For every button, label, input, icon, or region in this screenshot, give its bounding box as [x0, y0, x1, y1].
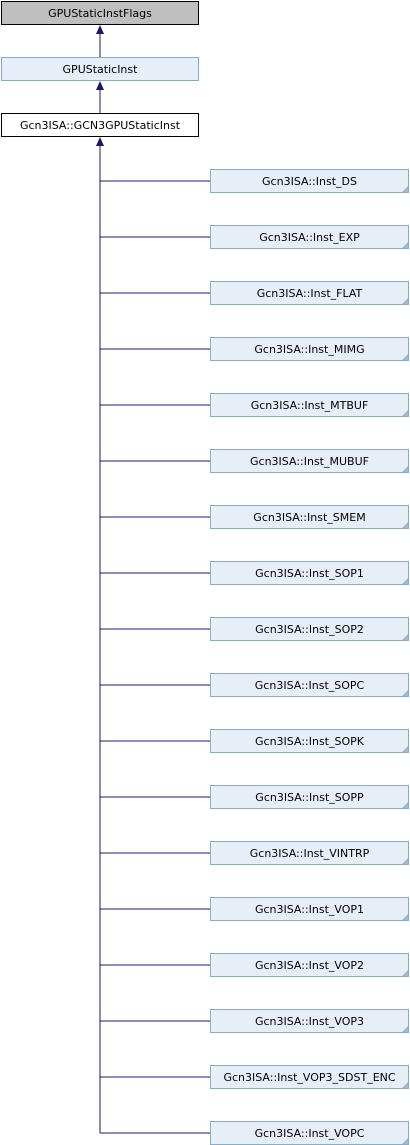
arrowhead-base [96, 25, 104, 34]
class-node-derived[interactable]: Gcn3ISA::Inst_VOP2 [210, 953, 409, 977]
class-node-derived[interactable]: Gcn3ISA::Inst_VINTRP [210, 841, 409, 865]
class-node-derived[interactable]: Gcn3ISA::Inst_SOP1 [210, 561, 409, 585]
class-node-derived[interactable]: Gcn3ISA::Inst_VOP1 [210, 897, 409, 921]
class-node-derived[interactable]: Gcn3ISA::Inst_SOPP [210, 785, 409, 809]
class-node-derived[interactable]: Gcn3ISA::Inst_VOP3_SDST_ENC [210, 1065, 409, 1089]
class-node-gpustaticinst[interactable]: GPUStaticInst [1, 57, 199, 81]
class-node-derived[interactable]: Gcn3ISA::Inst_SOPK [210, 729, 409, 753]
class-node-derived[interactable]: Gcn3ISA::Inst_VOP3 [210, 1009, 409, 1033]
class-node-derived[interactable]: Gcn3ISA::Inst_SMEM [210, 505, 409, 529]
arrowhead-main [96, 137, 104, 146]
arrowhead-parent [96, 81, 104, 90]
class-node-derived[interactable]: Gcn3ISA::Inst_MUBUF [210, 449, 409, 473]
class-node-derived[interactable]: Gcn3ISA::Inst_MIMG [210, 337, 409, 361]
class-node-derived[interactable]: Gcn3ISA::Inst_VOPC [210, 1121, 409, 1145]
class-node-gpustaticinstflags[interactable]: GPUStaticInstFlags [1, 1, 199, 25]
class-node-gcn3gpustaticinst: Gcn3ISA::GCN3GPUStaticInst [1, 113, 199, 137]
class-node-derived[interactable]: Gcn3ISA::Inst_EXP [210, 225, 409, 249]
class-node-derived[interactable]: Gcn3ISA::Inst_FLAT [210, 281, 409, 305]
class-node-derived[interactable]: Gcn3ISA::Inst_DS [210, 169, 409, 193]
class-node-derived[interactable]: Gcn3ISA::Inst_SOPC [210, 673, 409, 697]
class-node-derived[interactable]: Gcn3ISA::Inst_SOP2 [210, 617, 409, 641]
class-node-derived[interactable]: Gcn3ISA::Inst_MTBUF [210, 393, 409, 417]
